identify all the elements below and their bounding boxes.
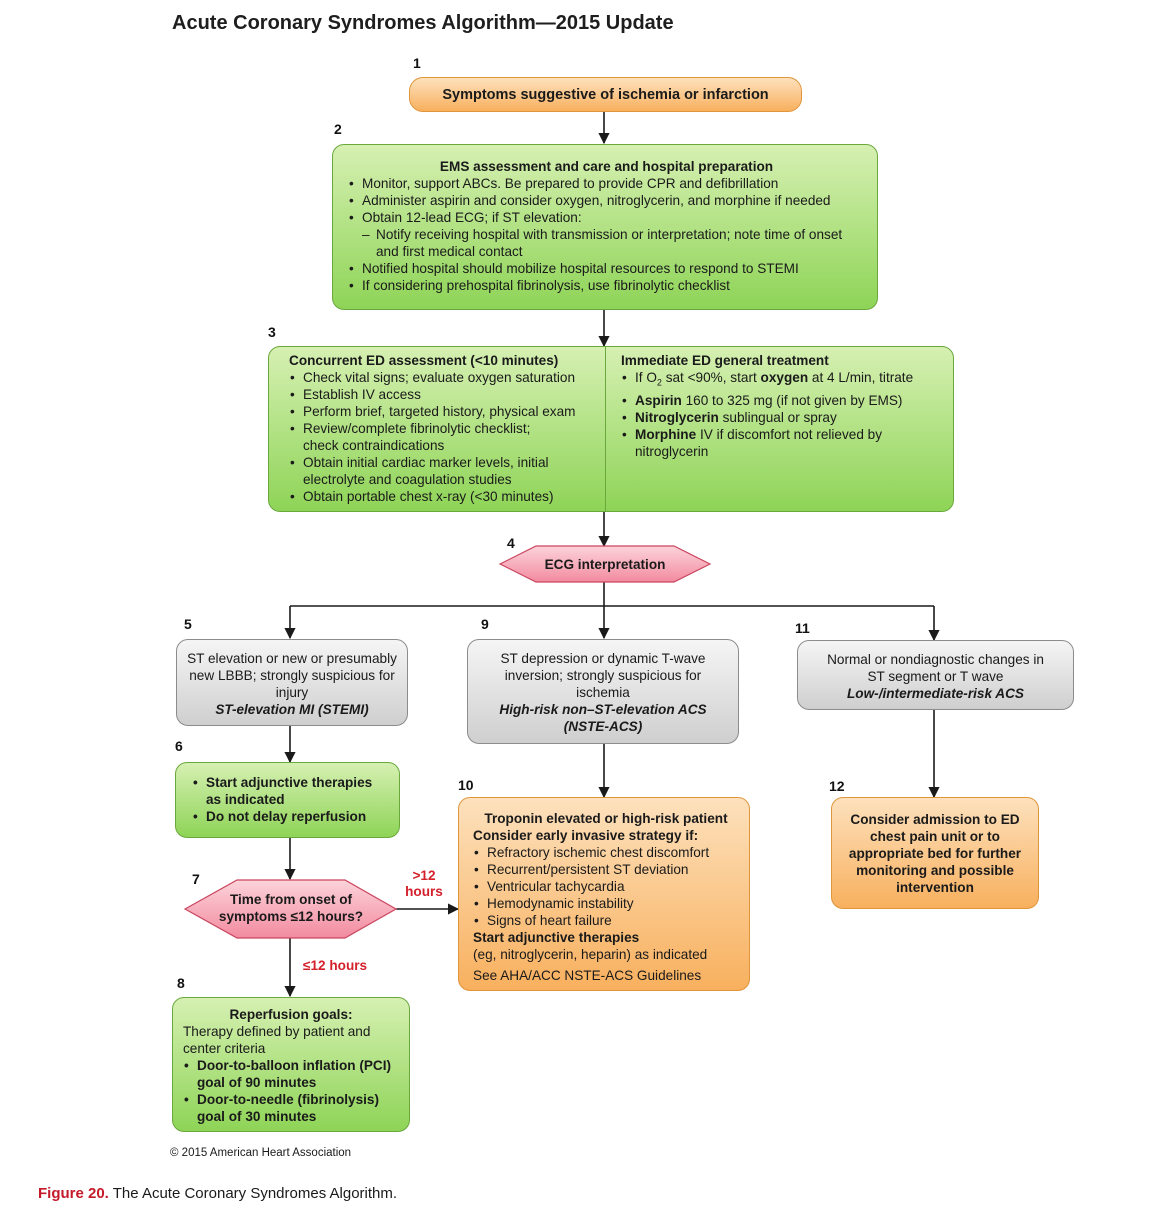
figure-label: Figure 20. [38,1185,109,1202]
step-number-2: 2 [334,121,342,137]
adjunctive-text: (eg, nitroglycerin, heparin) as indicate… [473,947,708,962]
step-number-8: 8 [177,975,185,991]
list-item: Review/complete fibrinolytic checklist; … [289,420,601,454]
admission-box: Consider admission to ED chest pain unit… [831,797,1039,909]
list-item: Notified hospital should mobilize hospit… [348,260,865,277]
list-item: Aspirin 160 to 325 mg (if not given by E… [621,392,941,409]
step-number-11: 11 [795,620,810,636]
reperfusion-goals-text: Therapy defined by patient and center cr… [183,1024,371,1056]
over-12-hours-label: >12 hours [405,868,443,899]
step-number-10: 10 [458,777,474,793]
time-decision-shape [183,879,398,939]
symptoms-text: Symptoms suggestive of ischemia or infar… [442,87,769,103]
ems-assessment-box: EMS assessment and care and hospital pre… [332,144,878,310]
text-bold: oxygen [760,370,809,385]
nste-acs-text: ST depression or dynamic T-wave inversio… [500,651,706,700]
text-part: at 4 L/min, titrate [808,370,914,385]
list-item: Check vital signs; evaluate oxygen satur… [289,369,601,386]
list-item: Door-to-balloon inflation (PCI) goal of … [183,1057,399,1091]
step-number-7: 7 [192,871,200,887]
copyright-text: © 2015 American Heart Association [170,1147,352,1159]
step-number-1: 1 [413,55,421,71]
troponin-title: Troponin elevated or high-risk patient [484,811,728,826]
reperfusion-goals-box: Reperfusion goals: Therapy defined by pa… [172,997,410,1132]
stemi-box: ST elevation or new or presumably new LB… [176,639,408,726]
step-number-4: 4 [507,535,515,551]
list-item: Obtain portable chest x-ray (<30 minutes… [289,488,601,505]
immediate-ed-column: Immediate ED general treatment If O2 sat… [621,352,941,460]
list-item: Establish IV access [289,386,601,403]
text-part: If O [635,370,657,385]
troponin-box: Troponin elevated or high-risk patient C… [458,797,750,991]
list-item: Obtain 12-lead ECG; if ST elevation: [348,209,865,226]
page-title: Acute Coronary Syndromes Algorithm—2015 … [172,12,674,34]
time-decision-text: Time from onset of symptoms ≤12 hours? [218,892,364,924]
list-item: Signs of heart failure [473,912,739,929]
nste-acs-emphasis: High-risk non–ST-elevation ACS (NSTE-ACS… [499,702,707,734]
immediate-ed-list: If O2 sat <90%, start oxygen at 4 L/min,… [621,369,941,460]
stemi-text: ST elevation or new or presumably new LB… [187,651,397,700]
step-number-6: 6 [175,738,183,754]
adjunctive-therapy-list: Start adjunctive therapies as indicated … [192,774,391,825]
ed-assessment-divider [605,347,606,511]
under-12-hours-label: ≤12 hours [303,958,368,973]
invasive-strategy-title: Consider early invasive strategy if: [473,828,699,843]
list-item: Administer aspirin and consider oxygen, … [348,192,865,209]
ecg-interpretation-text: ECG interpretation [544,557,666,572]
low-risk-emphasis: Low-/intermediate-risk ACS [846,686,1024,701]
immediate-ed-title: Immediate ED general treatment [621,353,829,368]
list-item: Ventricular tachycardia [473,878,739,895]
text-part: IV if discomfort not relieved by nitrogl… [635,426,883,459]
list-item: If considering prehospital fibrinolysis,… [348,277,865,294]
concurrent-ed-title: Concurrent ED assessment (<10 minutes) [289,353,559,368]
guidelines-text: See AHA/ACC NSTE-ACS Guidelines [473,968,702,983]
low-risk-acs-box: Normal or nondiagnostic changes in ST se… [797,640,1074,710]
reperfusion-goals-list: Door-to-balloon inflation (PCI) goal of … [183,1057,399,1125]
low-risk-text: Normal or nondiagnostic changes in ST se… [827,652,1044,684]
list-item: Refractory ischemic chest discomfort [473,844,739,861]
list-item: Morphine IV if discomfort not relieved b… [621,426,941,460]
reperfusion-goals-title: Reperfusion goals: [229,1007,353,1022]
list-sub-item: Notify receiving hospital with transmiss… [348,226,865,260]
text-bold: Aspirin [635,392,682,408]
symptoms-box: Symptoms suggestive of ischemia or infar… [409,77,802,112]
figure-caption: Figure 20. The Acute Coronary Syndromes … [38,1185,397,1202]
list-item: Obtain initial cardiac marker levels, in… [289,454,601,488]
step-number-3: 3 [268,324,276,340]
ed-assessment-box: Concurrent ED assessment (<10 minutes) C… [268,346,954,512]
admission-text: Consider admission to ED chest pain unit… [848,812,1022,895]
list-item: Do not delay reperfusion [192,808,391,825]
step-number-5: 5 [184,616,192,632]
text-part: sat <90%, start [661,370,761,385]
ems-assessment-list: Monitor, support ABCs. Be prepared to pr… [348,175,865,294]
list-item: Door-to-needle (fibrinolysis) goal of 30… [183,1091,399,1125]
figure-caption-text: The Acute Coronary Syndromes Algorithm. [108,1185,398,1202]
concurrent-ed-list: Check vital signs; evaluate oxygen satur… [289,369,601,505]
list-item: Recurrent/persistent ST deviation [473,861,739,878]
text-bold: Nitroglycerin [635,409,719,425]
step-number-12: 12 [829,778,845,794]
adjunctive-title: Start adjunctive therapies [473,930,640,945]
text-part: sublingual or spray [718,409,837,425]
stemi-emphasis: ST-elevation MI (STEMI) [215,702,369,717]
step-number-9: 9 [481,616,489,632]
item-text: Start adjunctive therapies as indicated [206,775,373,807]
invasive-strategy-list: Refractory ischemic chest discomfort Rec… [473,844,739,929]
adjunctive-therapy-box: Start adjunctive therapies as indicated … [175,762,400,838]
ems-assessment-title: EMS assessment and care and hospital pre… [439,159,774,174]
list-item: Hemodynamic instability [473,895,739,912]
concurrent-ed-column: Concurrent ED assessment (<10 minutes) C… [289,352,601,505]
list-item: Monitor, support ABCs. Be prepared to pr… [348,175,865,192]
nste-acs-box: ST depression or dynamic T-wave inversio… [467,639,739,744]
subscript: 2 [656,377,662,388]
ecg-interpretation-shape [498,545,712,583]
list-item: Perform brief, targeted history, physica… [289,403,601,420]
text-part: 160 to 325 mg (if not given by EMS) [681,392,903,408]
list-item: If O2 sat <90%, start oxygen at 4 L/min,… [621,369,941,392]
text-bold: Morphine [635,426,697,442]
list-item: Nitroglycerin sublingual or spray [621,409,941,426]
list-item: Start adjunctive therapies as indicated [192,774,391,808]
